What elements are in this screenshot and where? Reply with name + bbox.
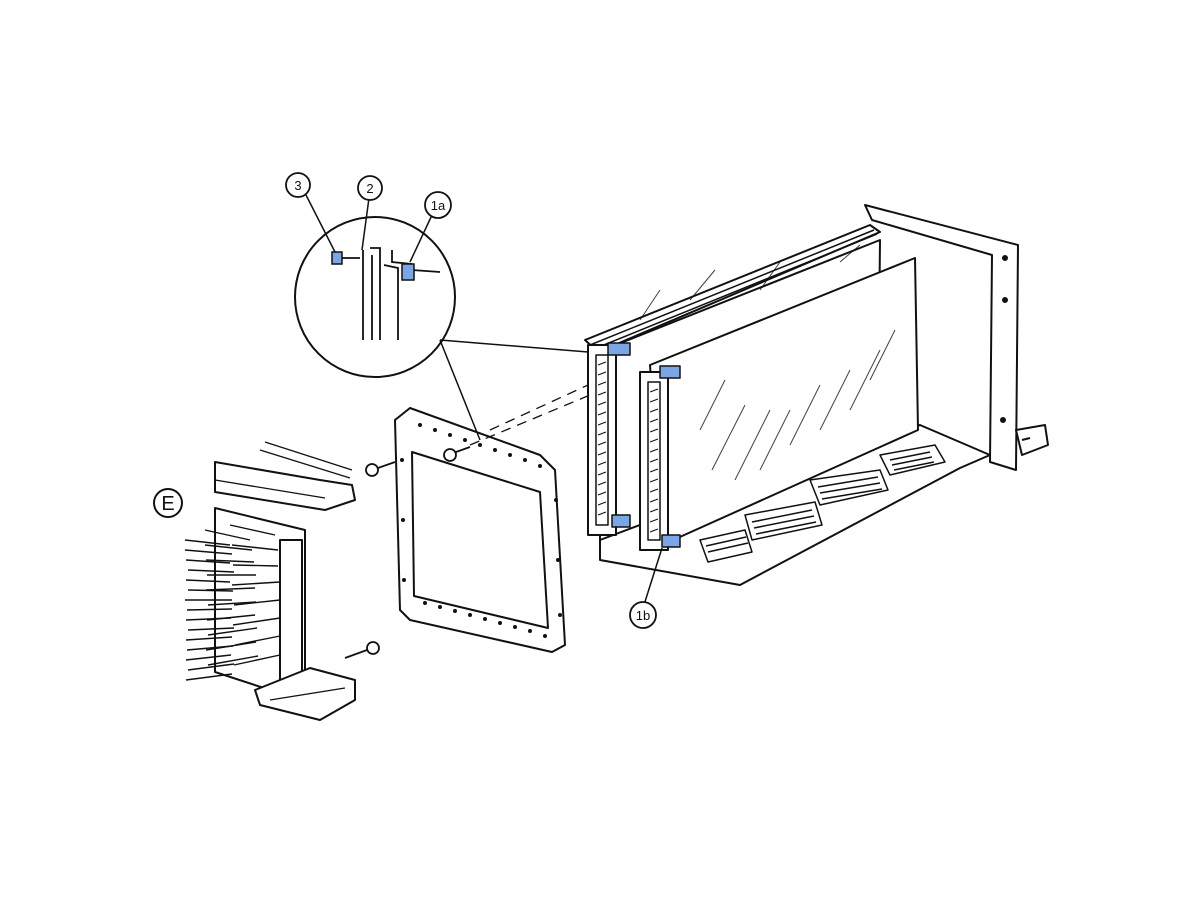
terminal-block-face: [279, 539, 303, 691]
callout-1b: 1b: [629, 601, 657, 629]
screw-upper-middle: [443, 446, 471, 462]
frame-holes: [400, 423, 562, 638]
section-label-e-text: E: [161, 493, 174, 515]
top-mounting-rail: [214, 461, 356, 511]
callout-label-3: 3: [294, 178, 301, 193]
callout-label-2: 2: [366, 181, 373, 196]
wire-bundle: [184, 524, 281, 681]
callout-3: 3: [285, 172, 311, 198]
base-ventilation-slots: [699, 444, 946, 563]
mounting-screws: [344, 446, 471, 659]
alignment-lines: [469, 384, 591, 446]
callout-label-1a: 1a: [431, 198, 446, 213]
callout-leaders: [305, 194, 663, 609]
detail-circle: [294, 216, 456, 378]
callout-1a: 1a: [424, 191, 452, 219]
section-label-e: E: [153, 488, 183, 518]
screw-upper-left: [365, 461, 396, 477]
connector-pins: [597, 361, 659, 533]
terminal-block-assembly: [184, 441, 356, 721]
chassis-assembly: [584, 204, 1049, 586]
screw-lower: [344, 641, 380, 659]
detail-view: [294, 216, 589, 441]
card-glass-hatching: [639, 244, 896, 481]
rear-mounting-panel: [864, 204, 1019, 471]
front-frame: [394, 407, 566, 653]
detail-highlight-parts: [331, 251, 415, 281]
card-latch-highlights: [607, 342, 681, 548]
frame-inner: [411, 451, 549, 629]
detail-leader-to-frame: [439, 339, 481, 441]
mounting-bracket: [1015, 424, 1049, 456]
callout-2: 2: [357, 175, 383, 201]
detail-leader-to-chassis: [439, 339, 589, 353]
callout-label-1b: 1b: [636, 608, 650, 623]
